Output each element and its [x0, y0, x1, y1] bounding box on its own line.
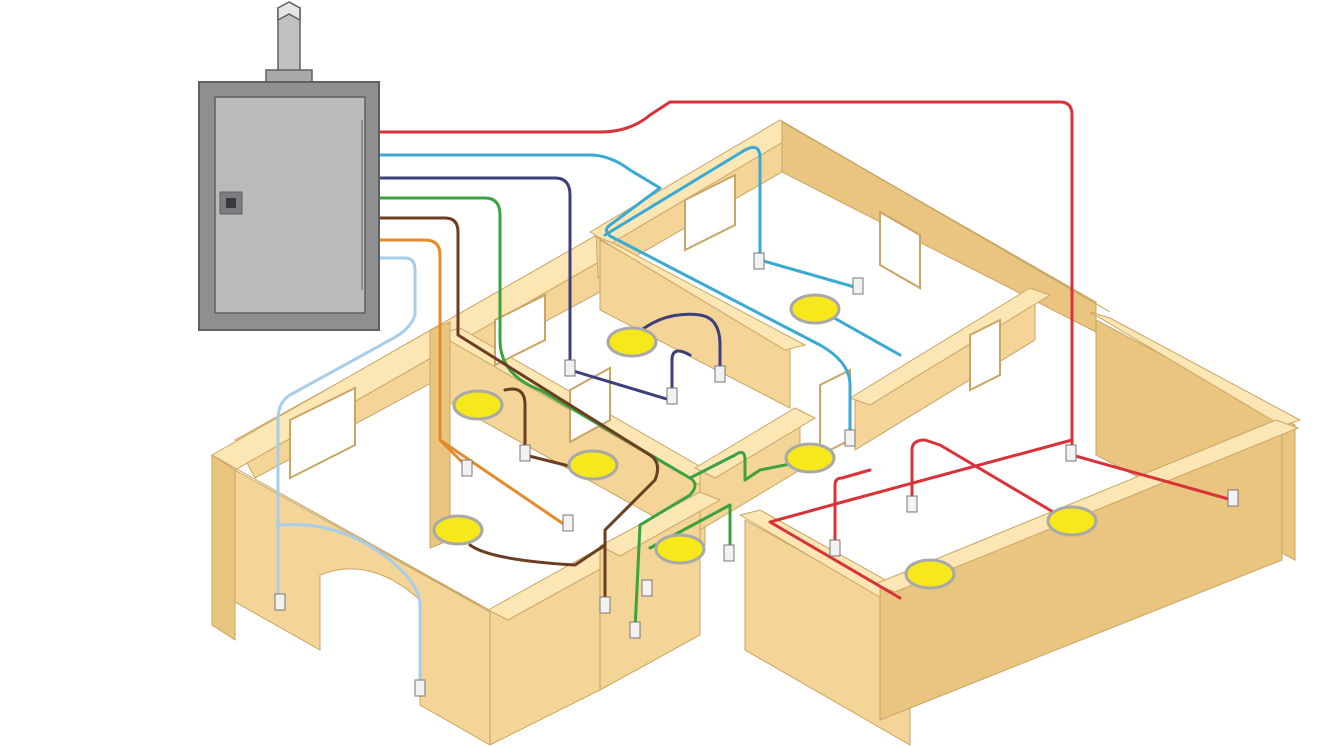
outlet	[1227, 489, 1239, 507]
wire-red	[378, 100, 1234, 600]
outlet	[852, 277, 864, 295]
wall-right-back-top	[1089, 311, 1302, 427]
front-walls	[211, 419, 1300, 746]
ceiling-light-3	[452, 389, 504, 421]
outlets	[274, 252, 1239, 697]
outlet	[714, 365, 726, 383]
outlet	[274, 593, 286, 611]
ceiling-light-2	[789, 293, 841, 325]
outlet	[906, 495, 918, 513]
ceiling-light-7	[654, 533, 706, 565]
outlet	[414, 679, 426, 697]
outlet	[641, 579, 653, 597]
electrical-panel	[198, 1, 380, 331]
window-2	[494, 293, 546, 367]
window-1	[289, 386, 356, 480]
window-4	[879, 210, 921, 290]
outlet	[562, 514, 574, 532]
wire-brown	[378, 216, 660, 607]
ceiling-light-4	[567, 449, 619, 481]
wall-left-end	[211, 454, 236, 641]
outlet	[753, 252, 765, 270]
outlet	[829, 539, 841, 557]
outlet	[844, 429, 856, 447]
partition-right-top	[848, 287, 1052, 406]
outlet	[629, 621, 641, 639]
wall-upper-right-top	[779, 119, 1111, 313]
outlet	[461, 459, 473, 477]
window-3	[684, 173, 736, 252]
ceiling-light-9	[904, 558, 956, 590]
outlet	[1065, 444, 1077, 462]
outlet	[564, 359, 576, 377]
ceiling-light-8	[1046, 505, 1098, 537]
panel-latch-handle	[226, 198, 236, 208]
wire-lightblue	[276, 256, 422, 692]
window-5	[969, 318, 1001, 392]
ceiling-light-6	[432, 514, 484, 546]
service-mast-cut	[277, 1, 301, 22]
partition-mid-top	[594, 235, 807, 351]
light-fixtures	[432, 293, 1098, 590]
outlet	[599, 596, 611, 614]
wire-navy	[378, 176, 722, 402]
outlet	[519, 444, 531, 462]
ceiling-light-5	[784, 442, 836, 474]
ceiling-light-1	[606, 326, 658, 358]
outlet	[723, 544, 735, 562]
outlet	[666, 387, 678, 405]
